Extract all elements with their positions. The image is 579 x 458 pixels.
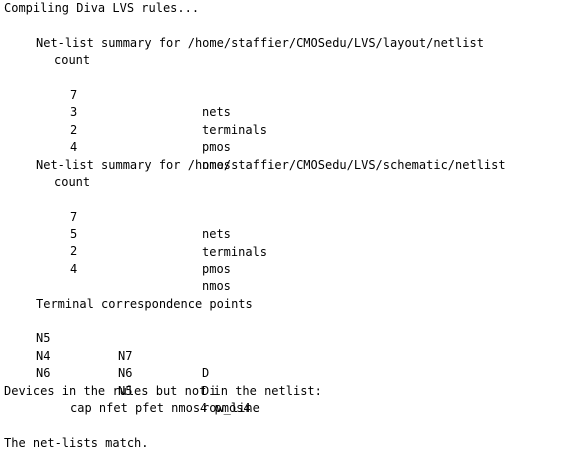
count-name: pmos: [202, 140, 231, 155]
terminal-name: row_line: [202, 401, 260, 416]
blank-line: [4, 278, 579, 295]
blank-line: [4, 17, 579, 34]
terminal-schematic-net: N7: [118, 348, 133, 363]
layout-row: 7 nets: [4, 70, 579, 119]
terminal-layout-net: N5: [36, 331, 51, 346]
schematic-summary-title: Net-list summary for /home/staffier/CMOS…: [36, 157, 506, 172]
terminal-row: N6 N5 row_line: [4, 348, 579, 415]
schematic-count-label: count: [54, 174, 91, 189]
terminal-layout-net: N4: [36, 348, 51, 363]
layout-row: 3 terminals: [4, 87, 579, 136]
count-value: 3: [70, 105, 78, 120]
terminal-title: Terminal correspondence points: [36, 296, 253, 311]
layout-row: 2 pmos: [4, 104, 579, 154]
devices-list: cap nfet pfet nmos4 pmos4: [70, 400, 251, 415]
terminal-schematic-net: N6: [118, 366, 133, 381]
terminal-schematic-net: N5: [118, 383, 133, 398]
terminal-row: N4 N6 Di: [4, 330, 579, 398]
count-value: 5: [70, 227, 78, 242]
blank-line: [4, 261, 579, 278]
schematic-row: 2 pmos: [4, 226, 579, 275]
log-header: Compiling Diva LVS rules...: [4, 1, 200, 15]
layout-row: 4 nmos: [4, 122, 579, 171]
count-name: terminals: [202, 122, 268, 137]
count-name: pmos: [202, 261, 231, 276]
count-value: 2: [70, 244, 78, 259]
layout-count-label: count: [54, 53, 91, 68]
count-value: 4: [70, 261, 78, 276]
count-value: 7: [70, 209, 78, 224]
terminal-row: N5 N7 D: [4, 313, 579, 380]
terminal-name: D: [202, 366, 210, 381]
schematic-row: 4 nmos: [4, 243, 579, 293]
blank-line: [4, 139, 579, 156]
schematic-row: 5 terminals: [4, 209, 579, 258]
count-value: 7: [70, 87, 78, 102]
count-value: 4: [70, 140, 78, 155]
devices-title: Devices in the rules but not in the netl…: [4, 383, 322, 398]
blank-line: [4, 417, 579, 434]
lvs-output-log: Compiling Diva LVS rules... Net-list sum…: [4, 0, 579, 452]
layout-summary-title: Net-list summary for /home/staffier/CMOS…: [36, 35, 484, 50]
count-name: nets: [202, 227, 231, 242]
count-name: nets: [202, 105, 231, 120]
schematic-row: 7 nets: [4, 191, 579, 241]
lvs-result: The net-lists match.: [4, 435, 149, 450]
count-name: terminals: [202, 244, 268, 259]
terminal-name: Di: [202, 383, 217, 398]
count-name: nmos: [202, 279, 231, 294]
terminal-layout-net: N6: [36, 366, 51, 381]
count-name: nmos: [202, 157, 231, 172]
count-value: 2: [70, 122, 78, 137]
blank-line: [4, 365, 579, 382]
